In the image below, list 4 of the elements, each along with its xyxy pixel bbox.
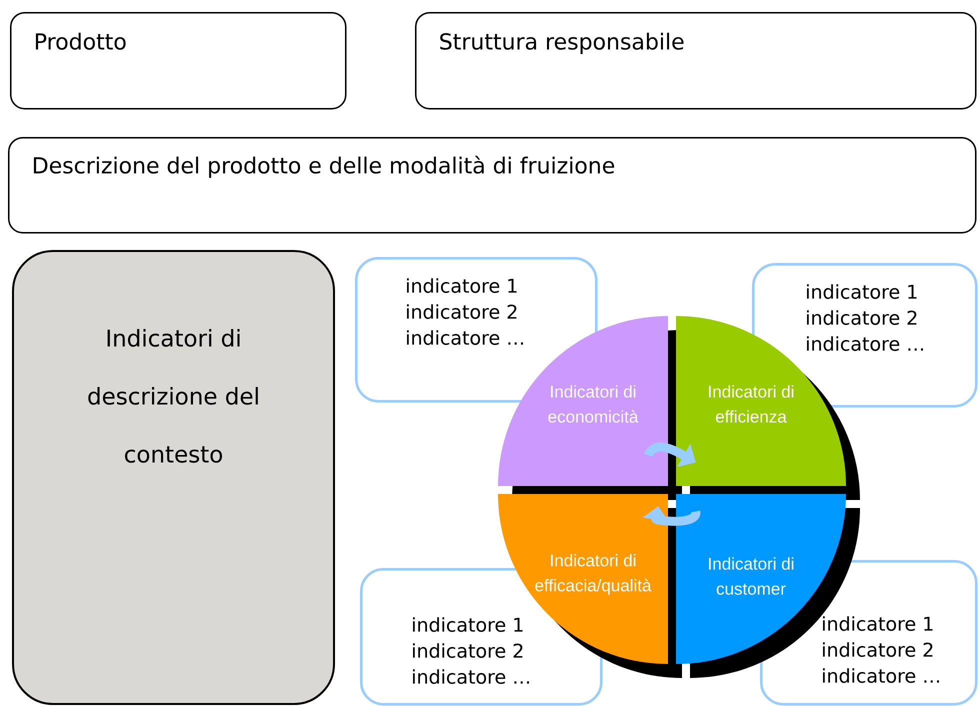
label-box: Prodotto	[10, 12, 346, 110]
description-box: Descrizione del prodotto e delle modalità di fruizione	[8, 137, 976, 234]
label-box: Struttura responsabile	[415, 12, 976, 110]
context-box: Indicatori di descrizione del contesto	[12, 250, 335, 705]
